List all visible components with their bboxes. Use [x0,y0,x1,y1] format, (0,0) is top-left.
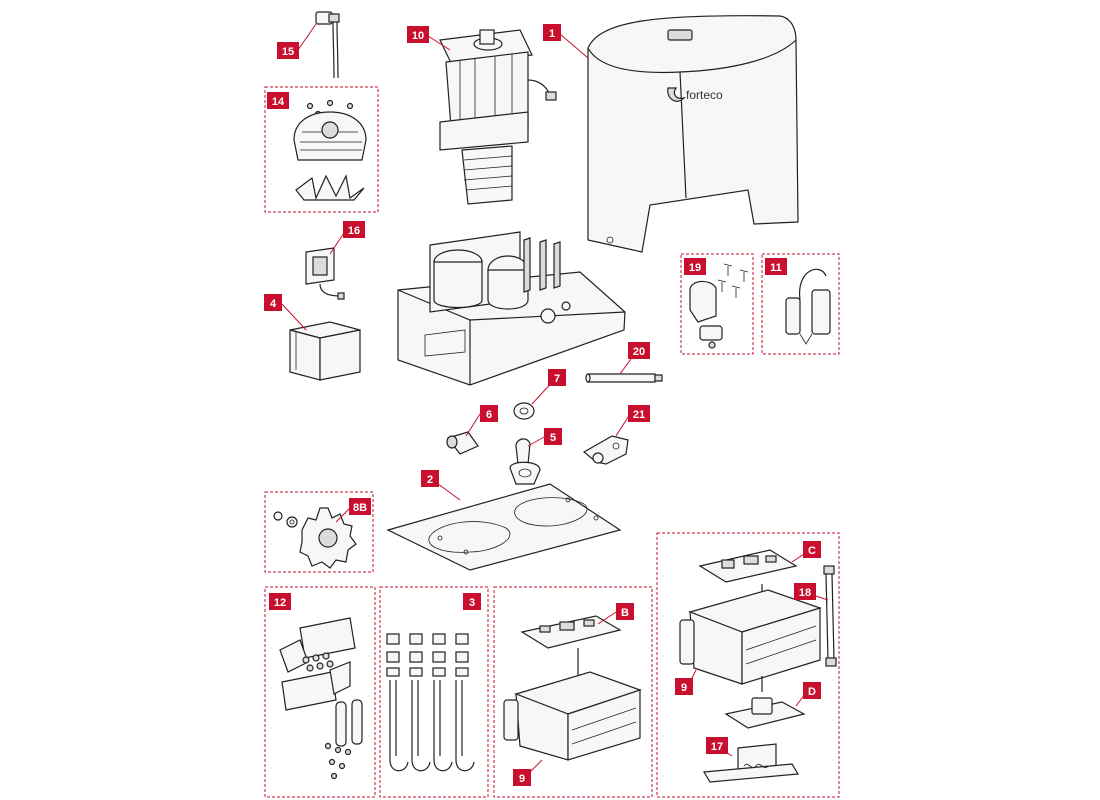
callout-9-right: 9 [675,678,693,695]
svg-text:10: 10 [412,30,424,42]
callout-20: 20 [628,342,650,359]
svg-text:17: 17 [711,741,723,753]
group-box-19 [680,253,754,355]
group-box-8b [264,491,374,573]
svg-text:7: 7 [554,373,560,385]
callout-17: 17 [706,737,728,754]
callout-1: 1 [543,24,561,41]
callout-7: 7 [548,369,566,386]
svg-text:20: 20 [633,346,645,358]
part-1-cover: forteco [587,15,799,253]
part-16-sensor-plate [305,247,345,300]
callout-2: 2 [421,470,439,487]
callout-15: 15 [277,42,299,59]
svg-text:9: 9 [681,682,687,694]
part-10-motor [439,29,557,205]
callout-b: B [616,603,634,620]
callout-14: 14 [267,92,289,109]
part-5-release-key [509,438,541,485]
part-21-release-lever [582,435,629,465]
callout-21: 21 [628,405,650,422]
svg-text:C: C [808,545,816,557]
part-2-base-plate [386,483,622,571]
group-box-14 [264,86,379,213]
svg-text:1: 1 [549,28,555,40]
brand-logo-text: forteco [686,88,723,102]
part-9-control-box-right [679,589,822,685]
svg-text:B: B [621,607,629,619]
callout-5: 5 [544,428,562,445]
part-6-lock-cylinder [446,431,479,455]
svg-text:11: 11 [770,262,782,274]
callout-19: 19 [684,258,706,275]
group-box-11 [761,253,840,355]
part-8b-pinion-gear [273,507,357,569]
part-c-control-board [698,549,798,598]
part-d-transformer-board [724,676,806,729]
svg-text:19: 19 [689,262,701,274]
part-3-anchor-bolts [386,633,475,772]
svg-text:12: 12 [274,597,286,609]
part-18-cable [823,565,837,667]
svg-text:21: 21 [633,409,645,421]
svg-text:9: 9 [519,773,525,785]
callout-d: D [803,682,821,699]
gearbox-base-housing [397,231,626,386]
callout-4: 4 [264,294,282,311]
svg-text:15: 15 [282,46,294,58]
part-11-capacitor [785,268,831,345]
svg-text:D: D [808,686,816,698]
callout-3: 3 [463,593,481,610]
callout-9-left: 9 [513,769,531,786]
part-12-brackets-kit [279,617,363,780]
part-19-release-lock-kit [689,263,749,349]
svg-text:5: 5 [550,432,556,444]
svg-text:8B: 8B [353,502,367,514]
group-box-12 [264,586,376,798]
part-b-control-board [520,615,622,680]
group-box-3 [379,586,489,798]
callout-12: 12 [269,593,291,610]
callout-6: 6 [480,405,498,422]
part-15-cable-connector [315,11,340,79]
callout-8b: 8B [349,498,371,515]
part-17-transformer [702,743,800,783]
part-4-junction-box [289,321,361,381]
svg-text:14: 14 [272,96,285,108]
svg-text:16: 16 [348,225,360,237]
svg-text:4: 4 [270,298,277,310]
callout-c: C [803,541,821,558]
group-box-9-right [656,532,840,798]
callout-16: 16 [343,221,365,238]
part-14-fan-and-cover [293,99,367,201]
callout-18: 18 [794,583,816,600]
callout-11: 11 [765,258,787,275]
group-box-9-left [493,586,653,798]
part-9-control-box-left [503,671,642,761]
part-7-washer [513,402,535,420]
callout-10: 10 [407,26,429,43]
part-20-shaft-pin [585,373,663,383]
svg-text:6: 6 [486,409,492,421]
svg-text:2: 2 [427,474,433,486]
svg-text:18: 18 [799,587,811,599]
svg-text:3: 3 [469,597,475,609]
